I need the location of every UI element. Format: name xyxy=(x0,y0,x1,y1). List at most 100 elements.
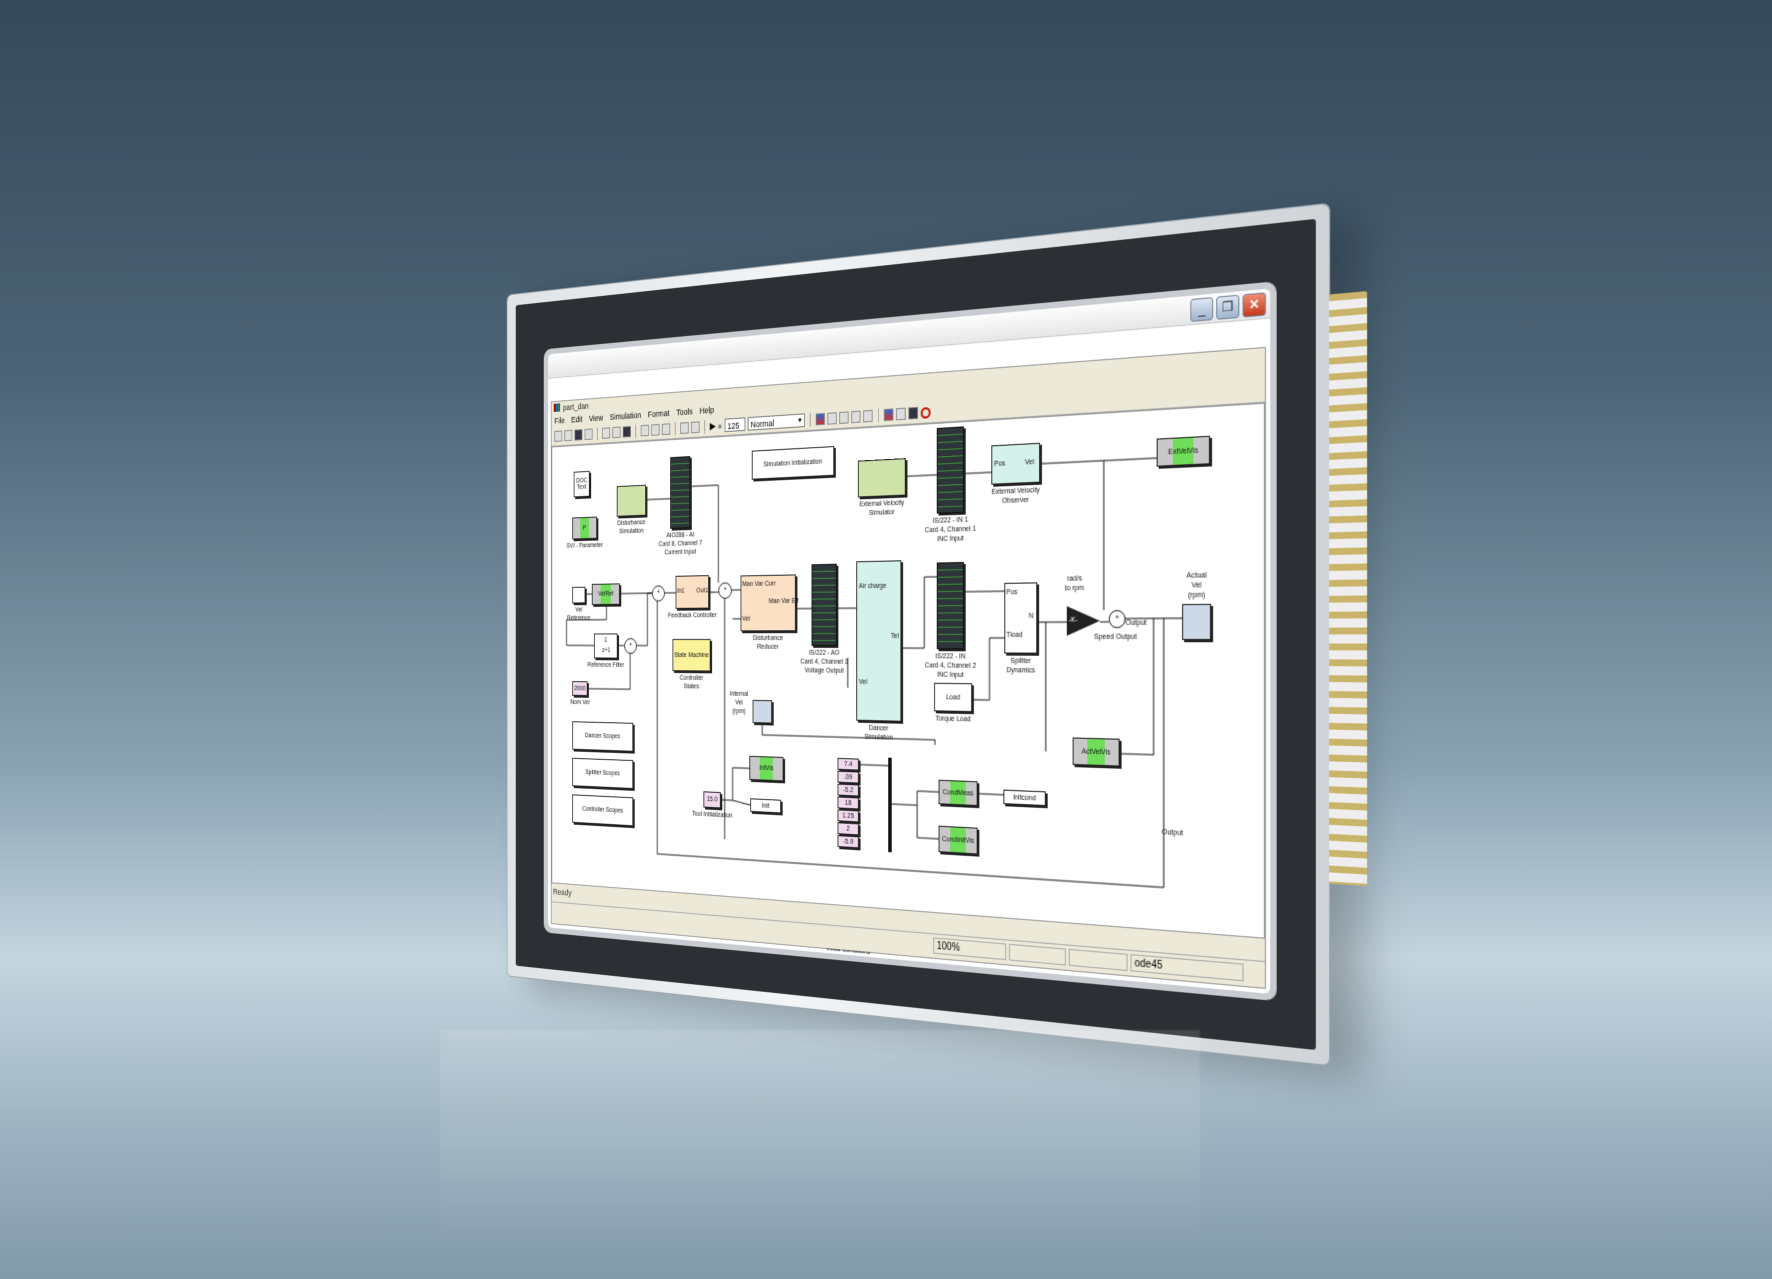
port-label: Output xyxy=(1161,828,1184,838)
initial-condition-constant[interactable]: 2 xyxy=(837,822,859,836)
disabled-icon xyxy=(862,409,873,423)
sum-block[interactable]: + xyxy=(1108,609,1126,629)
save-icon[interactable] xyxy=(574,429,583,441)
intvis-block[interactable]: IntVis xyxy=(749,755,784,782)
window-title-text: part_dan xyxy=(562,401,589,413)
port-label: 1 xyxy=(604,637,608,644)
copy-icon[interactable] xyxy=(612,426,621,439)
vel-reference-block[interactable] xyxy=(572,586,586,604)
initial-condition-constant[interactable]: -5.9 xyxy=(837,835,859,849)
port-label: Vel xyxy=(1024,458,1035,467)
is222-in2-card-block[interactable] xyxy=(936,561,964,650)
forward-icon[interactable] xyxy=(651,424,660,436)
chevron-down-icon: ▼ xyxy=(797,417,803,425)
signal-line xyxy=(1040,458,1157,464)
menu-tools[interactable]: Tools xyxy=(676,406,693,418)
splitter-scopes-block-text: Splitter Scopes xyxy=(585,769,620,778)
initial-condition-constant[interactable]: 18 xyxy=(837,796,859,810)
play-icon[interactable]: ▶ xyxy=(709,420,716,432)
signal-line xyxy=(892,790,939,806)
condinitvis-block[interactable]: CondInitVis xyxy=(938,825,978,855)
aio288-card-block[interactable] xyxy=(670,456,691,529)
intvis-block-text: IntVis xyxy=(759,764,774,773)
menu-help[interactable]: Help xyxy=(699,405,715,416)
menu-file[interactable]: File xyxy=(554,415,565,426)
simulation-initialization-block-text: Simulation Initialization xyxy=(763,458,823,468)
is222-in1-card-block[interactable] xyxy=(936,426,964,514)
library-icon[interactable] xyxy=(850,410,861,424)
menu-edit[interactable]: Edit xyxy=(571,414,583,425)
cut-icon[interactable] xyxy=(602,427,611,439)
menu-format[interactable]: Format xyxy=(647,408,670,420)
initial-condition-constant[interactable]: 1.25 xyxy=(837,809,859,823)
torque-load-block[interactable]: Load xyxy=(934,682,973,713)
sum-block[interactable]: + xyxy=(651,585,665,602)
stop-icon[interactable]: ■ xyxy=(718,421,722,431)
parameter-block[interactable]: P xyxy=(572,516,597,540)
port-label: Pos xyxy=(1006,588,1018,597)
port-label: Speed Output xyxy=(1093,633,1137,642)
paste-icon[interactable] xyxy=(622,425,631,438)
nom-vel-constant[interactable]: 2000 xyxy=(572,681,588,696)
debug-icon[interactable] xyxy=(838,411,849,424)
close-button[interactable]: ✕ xyxy=(1242,292,1266,318)
simulation-initialization-block[interactable]: Simulation Initialization xyxy=(751,446,835,480)
back-icon[interactable] xyxy=(640,424,649,437)
minimize-button[interactable]: _ xyxy=(1190,297,1214,323)
update-icon[interactable] xyxy=(827,412,837,425)
new-icon[interactable] xyxy=(554,430,563,442)
initial-condition-constant[interactable]: .09 xyxy=(837,770,859,784)
dancer-scopes-block[interactable]: Dancer Scopes xyxy=(572,721,634,752)
build-icon[interactable] xyxy=(815,413,825,426)
actvelvis-block[interactable]: ActVelVis xyxy=(1072,737,1120,767)
menu-simulation[interactable]: Simulation xyxy=(609,410,641,422)
is222-in1-card-block-label: IS/222 - IN 1 Card 4, Channel 1 INC Inpu… xyxy=(924,516,977,544)
initial-condition-constant[interactable]: -5.2 xyxy=(837,783,859,797)
internal-vel-scope-label: Internal Vel (rpm) xyxy=(729,690,749,716)
initial-condition-constant[interactable]: 7.4 xyxy=(837,757,859,771)
port-label: Out1 xyxy=(696,587,709,595)
controller-scopes-block[interactable]: Controller Scopes xyxy=(572,794,634,827)
extvelvis-block[interactable]: ExtVelVis xyxy=(1156,435,1210,467)
sim-mode-select[interactable]: Normal▼ xyxy=(747,413,805,431)
screen: _ ❐ ✕ part_dan File Edit View Simulation… xyxy=(548,288,1271,994)
open-icon[interactable] xyxy=(564,429,573,442)
redo-icon[interactable] xyxy=(691,421,700,434)
signal-line xyxy=(978,794,1004,795)
tool-init-constant-label: Tool Initialization xyxy=(692,810,733,820)
actual-vel-scope[interactable] xyxy=(1182,603,1212,641)
port-label: Tel xyxy=(890,632,899,641)
external-velocity-simulator-block[interactable] xyxy=(857,458,906,498)
velref-block[interactable]: VelRef xyxy=(591,583,620,606)
sum-block[interactable]: + xyxy=(624,638,637,654)
no-entry-icon[interactable] xyxy=(920,406,931,419)
model-browser-icon[interactable] xyxy=(895,407,906,421)
sum-block[interactable]: + xyxy=(718,582,732,599)
menu-view[interactable]: View xyxy=(588,413,604,424)
initcond-goto-tag[interactable]: initcond xyxy=(1003,789,1046,807)
debugger-icon[interactable] xyxy=(907,406,918,420)
signal-line xyxy=(635,593,652,645)
init-goto-tag[interactable]: Init xyxy=(750,798,781,814)
port-label: Man Var Corr xyxy=(742,580,776,588)
model-explorer-icon[interactable] xyxy=(883,408,894,422)
state-machine-block[interactable]: State Machine xyxy=(672,639,711,672)
stop-time-input[interactable]: 125 xyxy=(724,417,746,433)
state-machine-block-label: Controller States xyxy=(679,674,704,691)
internal-vel-scope[interactable] xyxy=(752,699,773,724)
up-icon[interactable] xyxy=(661,423,671,436)
port-label: Air charge xyxy=(858,582,887,591)
actvelvis-block-text: ActVelVis xyxy=(1081,747,1111,757)
port-label: Man Var Eff xyxy=(768,597,799,606)
condmeas-block[interactable]: CondMeas xyxy=(938,779,978,807)
undo-icon[interactable] xyxy=(680,422,689,434)
splitter-scopes-block[interactable]: Splitter Scopes xyxy=(572,757,634,789)
tool-init-constant[interactable]: 15.0 xyxy=(703,791,721,809)
is222-ao-card-block[interactable] xyxy=(811,563,837,646)
maximize-button[interactable]: ❐ xyxy=(1216,294,1240,320)
print-icon[interactable] xyxy=(584,428,593,441)
disturbance-simulation-block[interactable] xyxy=(616,484,646,517)
mux-block[interactable] xyxy=(888,757,892,853)
doc-text-block[interactable]: DOC Text xyxy=(573,470,590,498)
